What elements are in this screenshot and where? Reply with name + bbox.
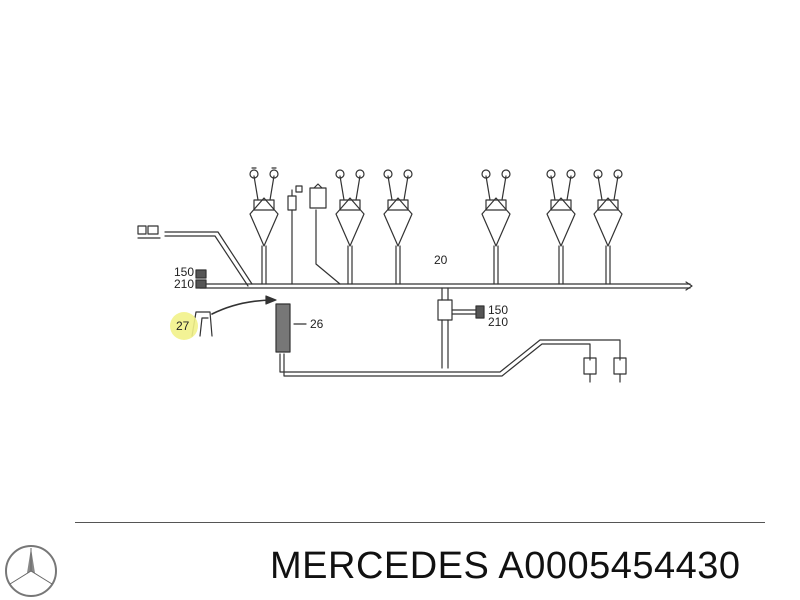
drop-4 <box>335 169 365 285</box>
brand-name: MERCEDES <box>270 545 490 587</box>
drop-7 <box>546 169 576 285</box>
mercedes-star-icon <box>5 545 57 597</box>
drop-1 <box>249 167 279 285</box>
drop-8 <box>593 169 623 285</box>
callout-26: 26 <box>310 317 324 331</box>
arrow-27-to-26 <box>211 299 275 315</box>
drop-6 <box>481 169 511 285</box>
callout-210-left: 210 <box>174 277 194 291</box>
footer-divider <box>75 522 765 523</box>
footer-title: MERCEDES A0005454430 <box>270 545 741 588</box>
part-number: A0005454430 <box>498 545 741 587</box>
drop-5 <box>383 169 413 285</box>
callout-210-right: 210 <box>488 315 508 329</box>
callout-150-left: 150 <box>174 265 194 279</box>
drop-3 <box>309 183 341 285</box>
junction-20 <box>441 287 449 301</box>
lower-branch <box>279 339 621 377</box>
callout-150-right: 150 <box>488 303 508 317</box>
callout-20: 20 <box>434 253 448 267</box>
callout-27: 27 <box>176 319 190 333</box>
drop-2 <box>287 185 303 285</box>
part-26-sleeve <box>275 303 291 353</box>
highlight-27 <box>170 312 198 340</box>
main-trunk <box>199 283 691 289</box>
left-branch <box>164 231 253 287</box>
